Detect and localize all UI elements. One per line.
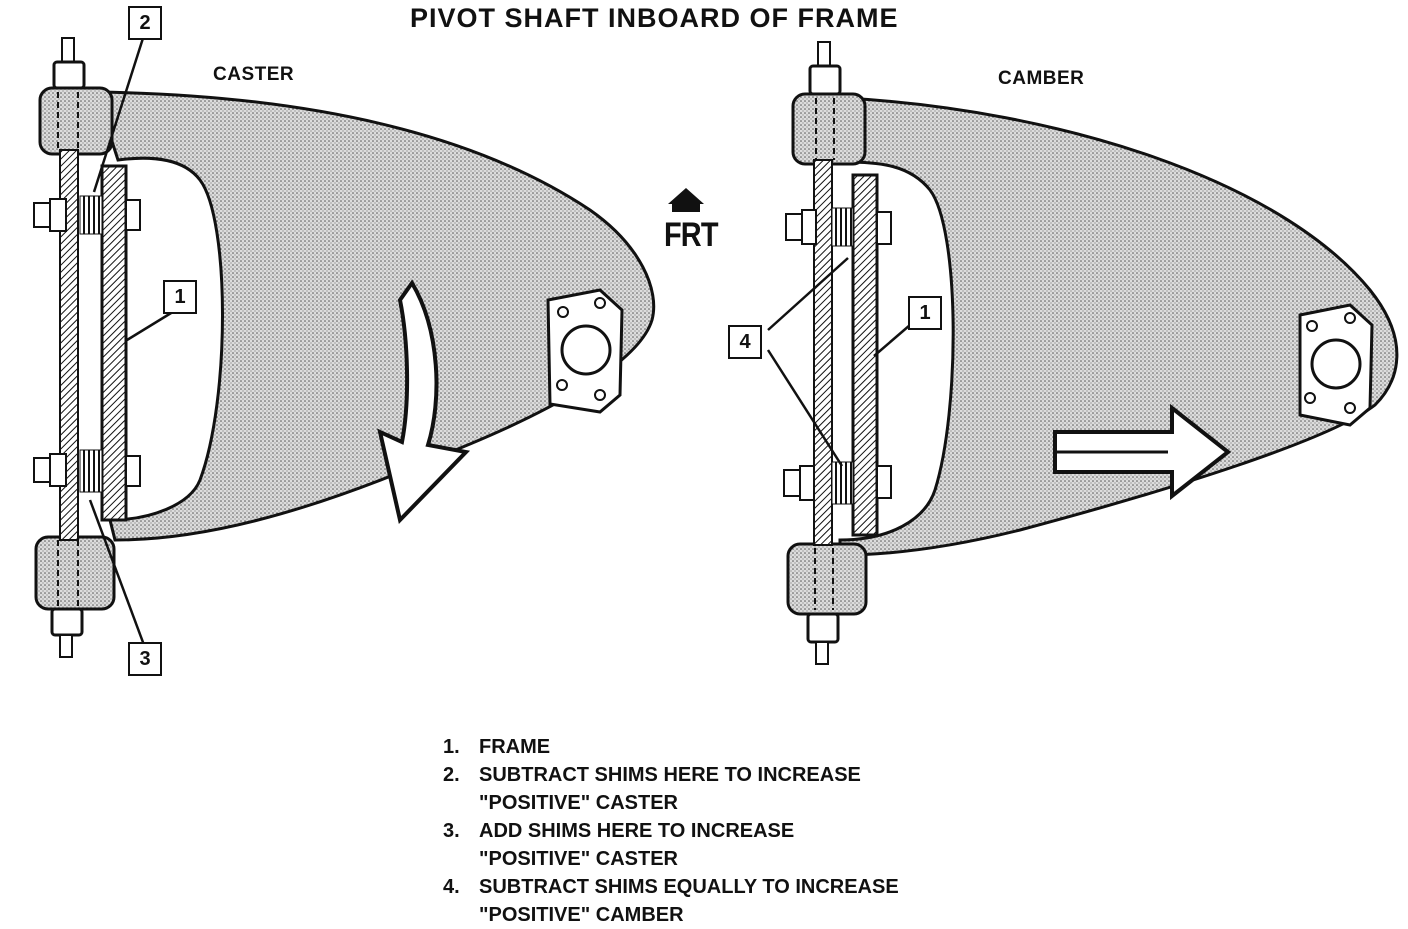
upper-bushing-left xyxy=(38,86,114,156)
callout-1-left: 1 xyxy=(163,280,197,314)
legend-text: SUBTRACT SHIMS HERE TO INCREASE xyxy=(479,764,861,786)
legend-item-2: 2. SUBTRACT SHIMS HERE TO INCREASE "POSI… xyxy=(443,761,899,817)
legend-text: ADD SHIMS HERE TO INCREASE xyxy=(479,820,795,842)
pivot-shaft-right xyxy=(813,159,833,546)
diagram-title: PIVOT SHAFT INBOARD OF FRAME xyxy=(410,3,899,33)
control-arm-left xyxy=(93,90,656,542)
legend-text: "POSITIVE" CASTER xyxy=(479,792,678,814)
caster-label: CASTER xyxy=(213,64,295,85)
legend-text: "POSITIVE" CAMBER xyxy=(479,904,684,926)
frame-bar-left xyxy=(100,164,128,522)
frame-bar-right xyxy=(851,173,879,537)
lower-shim-pack-right xyxy=(831,461,854,505)
callout-1-right: 1 xyxy=(908,296,942,330)
ball-joint-plate-right xyxy=(1298,303,1374,427)
caster-control-arm-assembly xyxy=(33,37,656,658)
legend-item-1: 1. FRAME xyxy=(443,733,899,761)
upper-shim-pack-right xyxy=(831,207,854,247)
pivot-shaft-left xyxy=(59,149,79,541)
upper-shim-pack-left xyxy=(79,195,103,235)
legend-number: 4. xyxy=(443,876,460,898)
legend-text: FRAME xyxy=(479,736,551,758)
caster-rotation-arrow xyxy=(377,279,471,525)
bottom-nut-right xyxy=(806,612,840,644)
legend-number: 2. xyxy=(443,764,460,786)
top-nut-left xyxy=(52,60,86,90)
upper-bushing-right xyxy=(791,92,867,166)
front-indicator-label: FRT xyxy=(664,216,718,254)
legend-number: 1. xyxy=(443,736,460,758)
callout-4-right: 4 xyxy=(728,325,762,359)
legend-text: SUBTRACT SHIMS EQUALLY TO INCREASE xyxy=(479,876,899,898)
lower-shim-pack-left xyxy=(79,449,103,493)
up-arrow-icon xyxy=(668,188,704,212)
ball-joint-plate-left xyxy=(546,288,624,414)
legend-item-3: 3. ADD SHIMS HERE TO INCREASE "POSITIVE"… xyxy=(443,817,899,873)
camber-label: CAMBER xyxy=(998,68,1085,89)
top-nut-right xyxy=(808,64,842,96)
camber-control-arm-assembly xyxy=(783,41,1399,665)
lower-bushing-left xyxy=(34,535,116,611)
legend-text: "POSITIVE" CASTER xyxy=(479,848,678,870)
legend-item-4: 4. SUBTRACT SHIMS EQUALLY TO INCREASE "P… xyxy=(443,873,899,929)
legend-number: 3. xyxy=(443,820,460,842)
bottom-nut-left xyxy=(50,607,84,637)
control-arm-right xyxy=(838,96,1399,557)
callout-2-left: 2 xyxy=(128,6,162,40)
legend: 1. FRAME 2. SUBTRACT SHIMS HERE TO INCRE… xyxy=(443,733,899,929)
callout-3-left: 3 xyxy=(128,642,162,676)
lower-bushing-right xyxy=(786,542,868,616)
